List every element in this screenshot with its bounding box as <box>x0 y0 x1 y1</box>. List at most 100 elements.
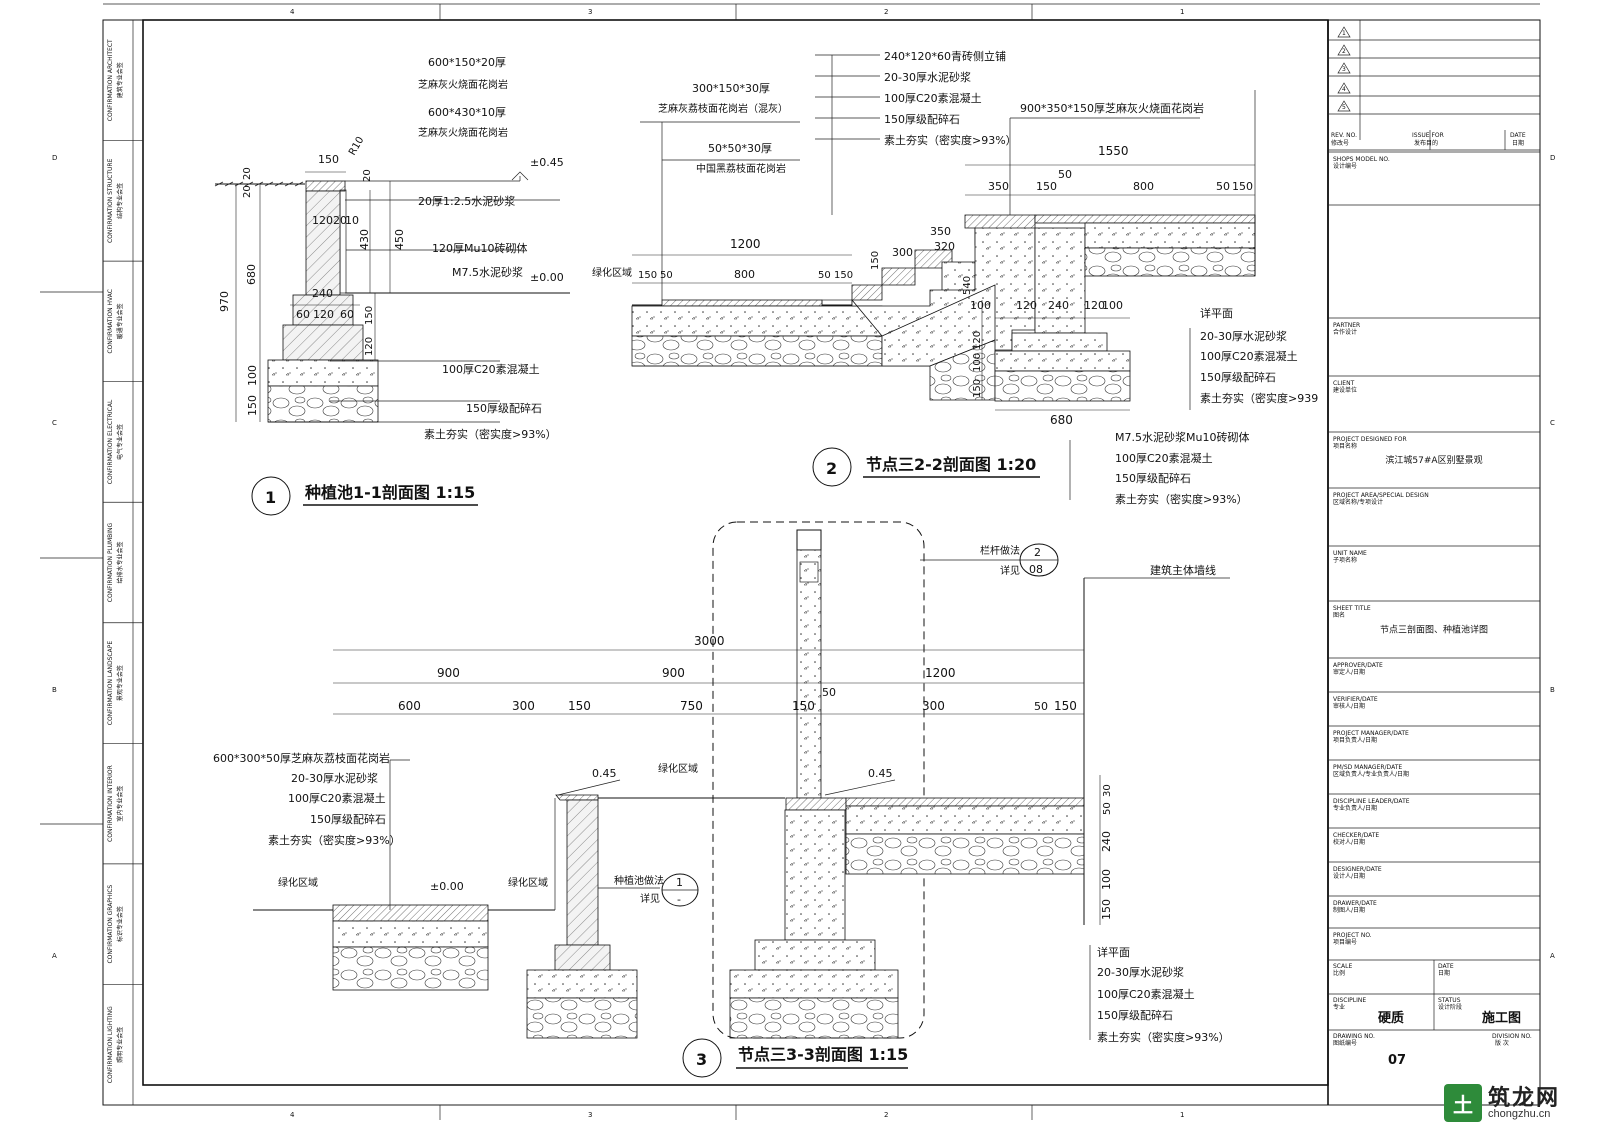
dim: 300 <box>512 699 535 713</box>
field-label: UNIT NAME <box>1333 550 1367 557</box>
note: 150厚级配碎石 <box>884 112 960 126</box>
dim: 120 <box>972 331 983 350</box>
field-label: PROJECT AREA/SPECIAL DESIGN <box>1333 492 1429 499</box>
confirmation-label: CONFIRMATION HVAC <box>107 289 114 354</box>
dim: 300 <box>922 699 945 713</box>
elevation: ±0.45 <box>530 156 564 169</box>
note: 600*150*20厚 <box>428 56 506 69</box>
zone-label: 绿化区域 <box>508 876 548 889</box>
revision-number: 3 <box>1342 66 1346 73</box>
row-label: A <box>1550 952 1555 960</box>
note: 20-30厚水泥砂浆 <box>291 771 378 785</box>
confirmation-label: CONFIRMATION STRUCTURE <box>107 158 114 243</box>
zone-label: 绿化区域 <box>592 266 632 279</box>
revision-number: 5 <box>1342 104 1346 111</box>
col-label: 4 <box>290 8 295 16</box>
elevation: ±0.00 <box>530 271 564 284</box>
dim: 120 <box>1084 299 1105 312</box>
dim: 150 <box>834 270 853 281</box>
confirmation-label-cn: 标识专业会签 <box>116 906 124 942</box>
dim: 3000 <box>694 634 725 648</box>
dim: 120 <box>312 214 333 227</box>
dim: 240 <box>1048 299 1069 312</box>
section-title: 节点三2-2剖面图 1:20 <box>866 455 1036 474</box>
dim: 320 <box>934 240 955 253</box>
dim: 100 <box>246 365 259 386</box>
row-label: C <box>52 419 57 427</box>
dim: 20 <box>362 169 373 182</box>
zone-label: 绿化区域 <box>658 762 698 775</box>
dim: 970 <box>218 291 231 312</box>
note: 20-30厚水泥砂浆 <box>1097 965 1184 979</box>
field-label: CLIENT <box>1333 380 1355 387</box>
dim: 20 <box>333 214 347 227</box>
field-label-cn: 建设单位 <box>1333 386 1357 394</box>
note: 240*120*60青砖侧立铺 <box>884 49 1006 63</box>
note: 中国黑荔枝面花岗岩 <box>696 162 786 175</box>
field-label-cn: 设计编号 <box>1333 162 1357 170</box>
note: 素土夯实（密实度>93%） <box>1115 492 1248 506</box>
dim: 430 <box>358 229 371 250</box>
discipline-label-cn: 专业 <box>1333 1003 1345 1011</box>
field-label: PM/SD MANAGER/DATE <box>1333 764 1402 771</box>
confirmation-label: CONFIRMATION LIGHTING <box>107 1006 114 1083</box>
note: 详平面 <box>1200 306 1233 320</box>
note: 芝麻灰火烧面花岗岩 <box>418 78 508 91</box>
note: 100厚C20素混凝土 <box>288 791 386 805</box>
ref-label: 栏杆做法 <box>980 544 1020 557</box>
rev-head: DATE <box>1510 132 1526 139</box>
dim: 100 <box>972 353 983 372</box>
confirmation-label-cn: 给排水专业会签 <box>116 541 124 583</box>
note: 600*300*50厚芝麻灰荔枝面花岗岩 <box>213 751 390 765</box>
division-label: DIVISION NO. <box>1492 1033 1532 1040</box>
confirmation-label: CONFIRMATION ARCHITECT <box>107 39 114 121</box>
field-label-cn: 设计人/日期 <box>1333 872 1365 880</box>
col-label: 4 <box>290 1111 295 1119</box>
note: 芝麻灰荔枝面花岗岩（混灰） <box>658 102 788 115</box>
note: 建筑主体墙线 <box>1150 563 1216 577</box>
note: 20-30厚水泥砂浆 <box>1200 329 1287 343</box>
section-title: 节点三3-3剖面图 1:15 <box>738 1045 908 1064</box>
revision-number: 4 <box>1342 86 1346 93</box>
row-label: D <box>1550 154 1555 162</box>
section-title: 种植池1-1剖面图 1:15 <box>304 483 475 502</box>
dim: 1200 <box>925 666 956 680</box>
dim: 1550 <box>1098 144 1129 158</box>
note: 150厚级配碎石 <box>1115 471 1191 485</box>
note: 120厚Mu10砖砌体 <box>432 241 527 255</box>
ref-label: 种植池做法 <box>614 874 664 887</box>
row-label: B <box>1550 686 1555 694</box>
date-label: DATE <box>1438 963 1454 970</box>
dim: 150 <box>1054 699 1077 713</box>
confirmation-label-cn: 建筑专业会签 <box>116 62 124 98</box>
discipline-label: DISCIPLINE <box>1333 997 1366 1004</box>
elevation: 0.45 <box>592 767 617 780</box>
field-label: VERIFIER/DATE <box>1333 696 1378 703</box>
note: 100厚C20素混凝土 <box>1115 451 1213 465</box>
note: 150厚级配碎石 <box>466 401 542 415</box>
note: 100厚C20素混凝土 <box>1200 349 1298 363</box>
field-value: 滨江城57#A区别墅景观 <box>1385 454 1482 466</box>
dim: 100 <box>970 299 991 312</box>
dim: 10 <box>345 214 359 227</box>
dim: 150 <box>364 306 375 325</box>
dim: 150 <box>638 270 657 281</box>
revision-number: 2 <box>1342 48 1346 55</box>
confirmation-label-cn: 电气专业会签 <box>116 424 124 460</box>
dim: 120 <box>364 337 375 356</box>
note: 100厚C20素混凝土 <box>442 362 540 376</box>
note: M7.5水泥砂浆 <box>452 265 523 279</box>
rev-head-cn: 日期 <box>1512 139 1524 147</box>
field-label-cn: 项目负责人/日期 <box>1333 736 1377 744</box>
dim: 100 <box>1102 299 1123 312</box>
dim: 120 <box>1016 299 1037 312</box>
dim: 300 <box>892 246 913 259</box>
field-label: DISCIPLINE LEADER/DATE <box>1333 798 1410 805</box>
division-label-cn: 版 次 <box>1495 1039 1509 1047</box>
confirmation-label: CONFIRMATION PLUMBING <box>107 522 114 602</box>
note: 100厚C20素混凝土 <box>884 91 982 105</box>
field-label-cn: 项目名称 <box>1333 442 1357 450</box>
logo-url: chongzhu.cn <box>1488 1107 1551 1120</box>
